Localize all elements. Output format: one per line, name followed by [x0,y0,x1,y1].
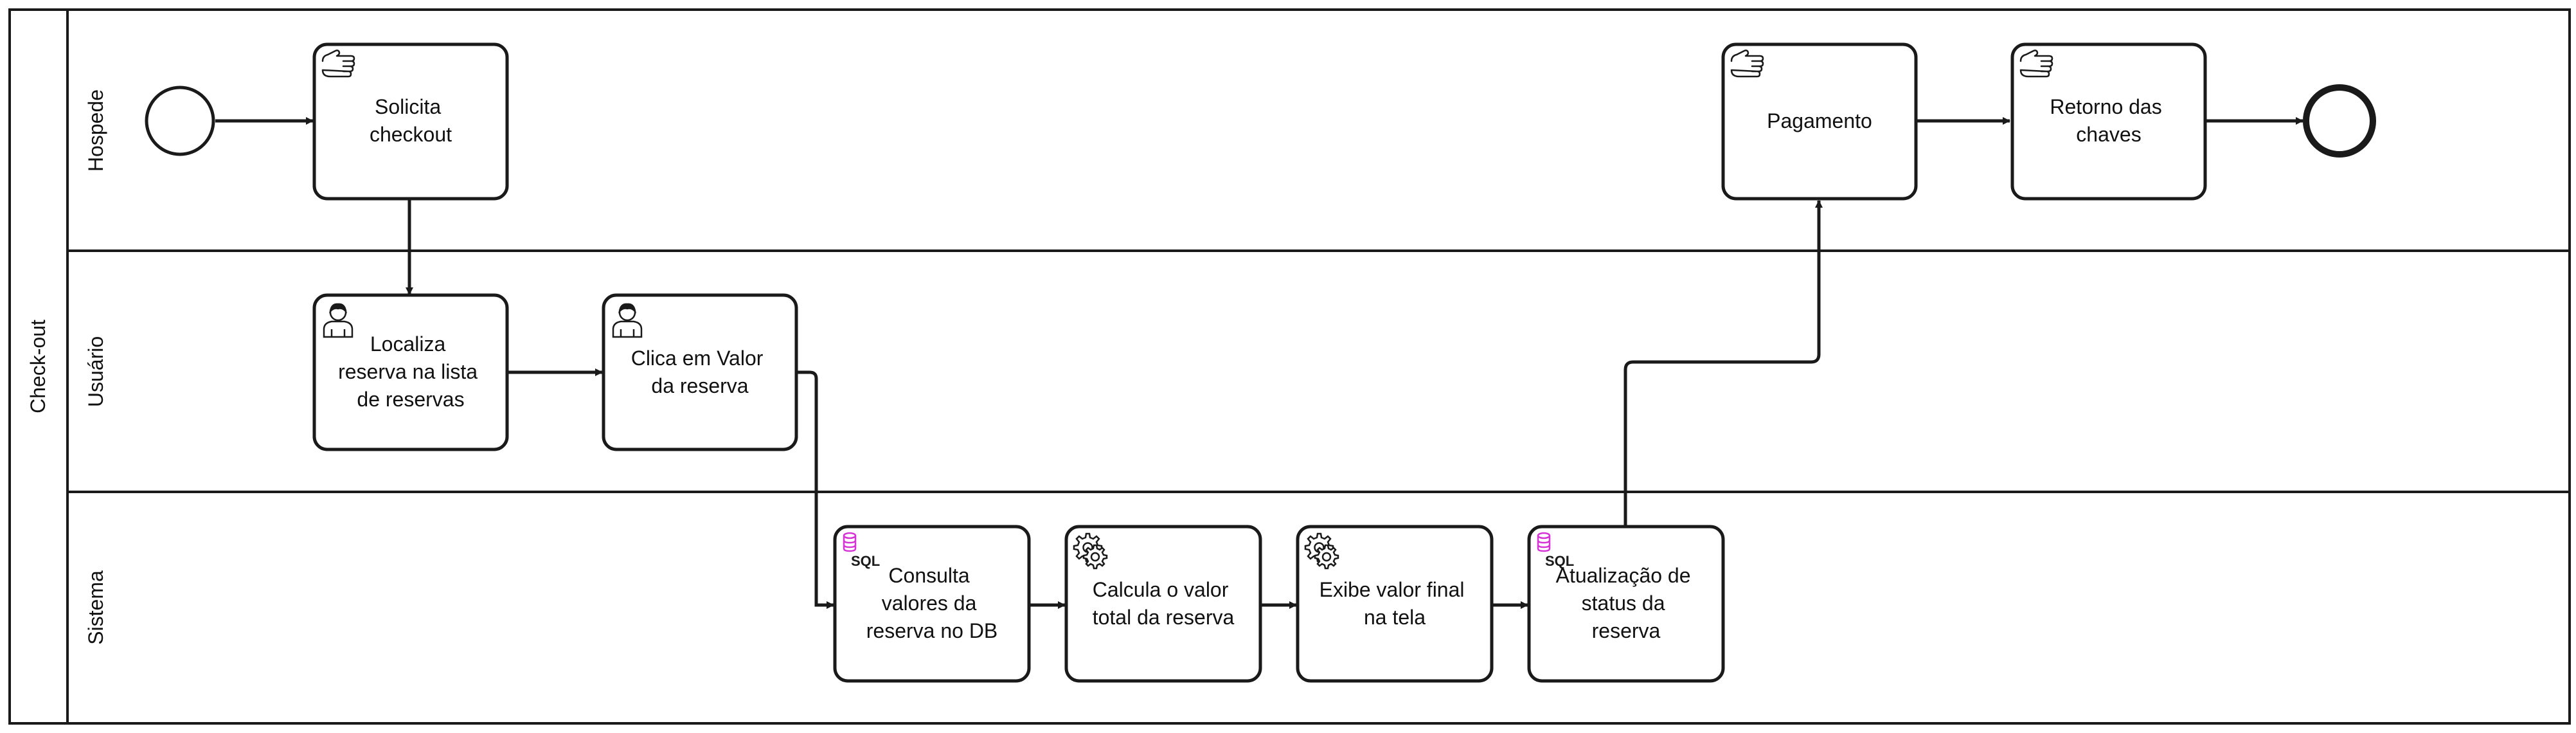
lane-sistema-label: Sistema [84,570,107,645]
manual-task-icon [1730,50,1764,78]
svg-text:SQL: SQL [1545,553,1574,569]
lane-sistema[interactable]: Sistema [66,491,2571,725]
task-label: Pagamento [1767,109,1872,132]
lane-sistema-area [66,491,2571,725]
task-label: Solicita checkout [370,95,452,146]
task-consulta-valores[interactable] [833,525,1031,683]
task-label: Retorno das chaves [2050,95,2167,146]
task-label: Consulta valores da reserva no DB [866,564,998,642]
task-localiza-reserva[interactable] [312,293,509,451]
gear-icon [1304,532,1339,570]
sequence-flows [215,117,2303,609]
task-label: Exibe valor final na tela [1319,578,1471,629]
sql-task-icon: SQL [843,532,880,569]
svg-text:SQL: SQL [851,553,880,569]
user-task-icon [323,303,353,338]
task-label: Calcula o valor total da reserva [1093,578,1235,629]
end-event[interactable] [2303,84,2376,158]
task-clica-valor[interactable] [602,293,798,451]
task-label: Localiza reserva na lista de reservas [338,332,483,411]
user-task-icon [612,303,643,338]
lane-hospede-label: Hospede [84,89,107,172]
task-label: Atualização de status da reserva [1556,564,1697,642]
tasks [312,42,2207,683]
task-label: Clica em Valor da reserva [631,347,769,397]
task-calcula-valor[interactable] [1064,525,1262,683]
task-retorno-chaves[interactable] [2010,42,2207,201]
start-event[interactable] [145,86,215,156]
flow-atualizacao-to-pagamento[interactable] [1623,200,1823,527]
gear-icon [1073,532,1108,570]
sql-task-icon: SQL [1537,532,1574,569]
pool-label: Check-out [26,320,49,413]
task-solicita-checkout[interactable] [312,42,509,201]
lane-usuario-label: Usuário [84,336,107,407]
manual-task-icon [321,50,355,78]
manual-task-icon [2019,50,2053,78]
task-pagamento[interactable] [1721,42,1918,201]
flow-clica-to-consulta[interactable] [796,370,834,609]
task-atualizacao-status[interactable] [1527,525,1725,683]
task-exibe-valor[interactable] [1296,525,1494,683]
